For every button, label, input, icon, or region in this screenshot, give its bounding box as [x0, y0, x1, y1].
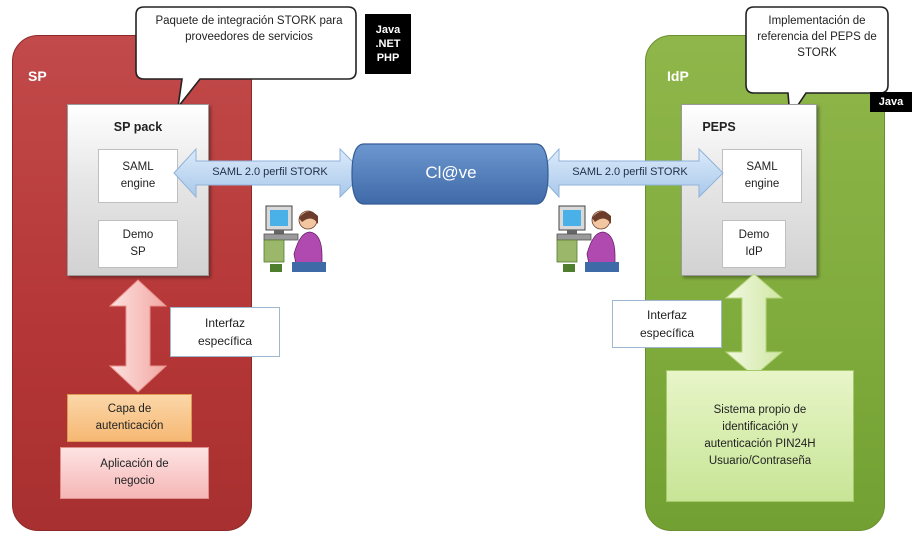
clave-label: Cl@ve [425, 163, 477, 182]
arrow-right-label: SAML 2.0 perfil STORK [572, 166, 688, 178]
sp-pack-title: SP pack [113, 120, 163, 134]
idp-demo: Demo IdP [722, 220, 786, 268]
arrow-left-label: SAML 2.0 perfil STORK [212, 166, 328, 178]
aplicacion-negocio: Aplicación de negocio [60, 447, 209, 499]
bubble-right-text: Implementación de referencia del PEPS de… [757, 15, 877, 59]
arrow-right-shape [536, 147, 724, 199]
vertical-arrow-sp [108, 279, 168, 393]
peps-title: PEPS [702, 120, 736, 134]
tech-tag-left: Java .NET PHP [365, 14, 411, 74]
interfaz-label-left: Interfaz específica [170, 307, 280, 357]
sistema-identificacion: Sistema propio de identificación y auten… [666, 370, 854, 502]
interfaz-label-right: Interfaz específica [612, 300, 722, 348]
idp-saml-engine: SAML engine [722, 149, 802, 203]
vertical-arrow-idp [724, 273, 784, 377]
clave-shape [351, 143, 549, 205]
sp-saml-engine: SAML engine [98, 149, 178, 203]
user-at-computer-icon-left [263, 205, 326, 272]
idp-title: IdP [667, 68, 689, 84]
capa-autenticacion: Capa de autenticación [67, 394, 192, 442]
user-at-computer-icon-right [556, 205, 619, 272]
bubble-left-text: Paquete de integración STORK para provee… [155, 15, 343, 43]
tech-tag-right: Java [870, 92, 912, 112]
sp-title: SP [28, 68, 47, 84]
bubble-left-shape [135, 6, 357, 110]
sp-demo: Demo SP [98, 220, 178, 268]
